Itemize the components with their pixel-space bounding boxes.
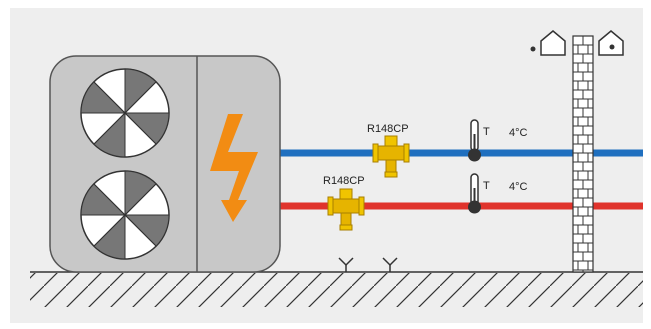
house-outline-icon	[530, 30, 566, 56]
valve-supply	[372, 135, 410, 178]
ground	[30, 271, 643, 307]
fan-top	[80, 68, 170, 158]
valve-supply-label: R148CP	[367, 123, 409, 135]
valve-return-label: R148CP	[323, 175, 365, 187]
lightning-icon	[210, 114, 258, 222]
valve-return	[327, 188, 365, 231]
thermometer-supply-icon	[468, 119, 481, 162]
support-right-icon	[382, 257, 398, 272]
thermometer-supply-symbol: T	[483, 126, 490, 138]
thermometer-return-temp: 4°C	[509, 181, 528, 193]
thermometer-return-symbol: T	[483, 180, 490, 192]
heat-pump-unit	[49, 55, 281, 273]
thermometer-supply-temp: 4°C	[509, 127, 528, 139]
thermometer-return-icon	[468, 173, 481, 214]
house-dot-icon	[598, 30, 624, 56]
fan-bottom	[80, 170, 170, 260]
building-wall	[572, 35, 594, 273]
support-left-icon	[338, 257, 354, 272]
